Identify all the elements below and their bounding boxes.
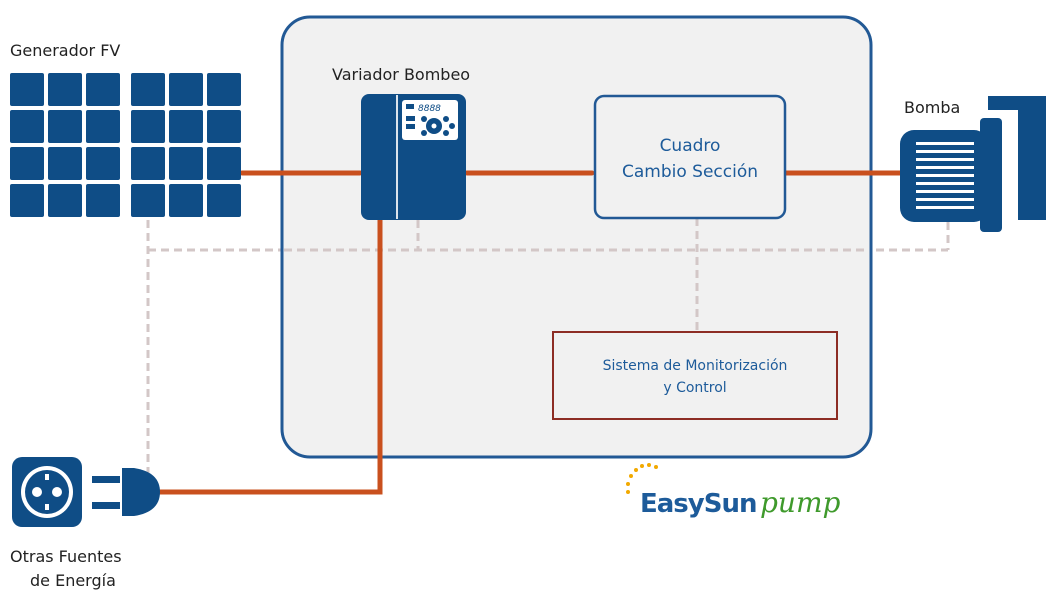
socket-icon — [12, 457, 82, 527]
plug-icon — [92, 468, 160, 516]
easysun-logo: EasySun pump — [626, 463, 841, 519]
inverter-display: 8888 — [418, 104, 441, 114]
monitoring-line1: Sistema de Monitorización — [603, 358, 788, 374]
monitoring-box: Sistema de Monitorización y Control — [552, 331, 838, 420]
section-change-box: Cuadro Cambio Sección — [593, 94, 787, 220]
logo-text-script: pump — [760, 486, 841, 519]
inverter-label: Variador Bombeo — [332, 65, 470, 84]
generator-label: Generador FV — [10, 41, 120, 60]
inverter-icon: 8888 — [361, 94, 466, 220]
sun-rays-icon — [626, 463, 658, 494]
other-sources-label-line2: de Energía — [30, 571, 116, 590]
section-change-line1: Cuadro — [660, 136, 721, 156]
pump-icon — [900, 96, 1046, 232]
power-line-other-sources — [155, 217, 383, 495]
other-sources-label-line1: Otras Fuentes — [10, 547, 122, 566]
monitoring-line2: y Control — [663, 380, 726, 396]
pump-label: Bomba — [904, 98, 960, 117]
power-lines — [155, 170, 903, 495]
section-change-line2: Cambio Sección — [622, 162, 758, 182]
logo-text-main: EasySun — [640, 489, 756, 519]
solar-panel-icon — [10, 73, 241, 217]
